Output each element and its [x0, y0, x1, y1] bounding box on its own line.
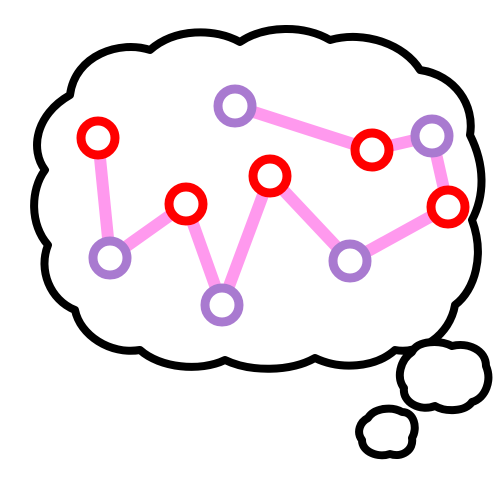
graph-edge: [216, 170, 276, 311]
graph-node-red: [76, 116, 120, 160]
graph-nodes: [76, 84, 470, 327]
graph-node-red: [350, 128, 394, 172]
thought-puff-large-icon: [395, 338, 493, 415]
graph-node-purple: [88, 236, 132, 280]
graph-node-purple: [410, 114, 454, 158]
graph-node-purple: [200, 283, 244, 327]
graph-node-purple: [328, 239, 372, 283]
graph-node-red: [248, 154, 292, 198]
thought-puff-small-icon: [355, 404, 419, 460]
graph-node-purple: [213, 84, 257, 128]
graph-node-red: [164, 182, 208, 226]
graph-node-red: [426, 185, 470, 229]
graph-edge: [229, 100, 378, 156]
